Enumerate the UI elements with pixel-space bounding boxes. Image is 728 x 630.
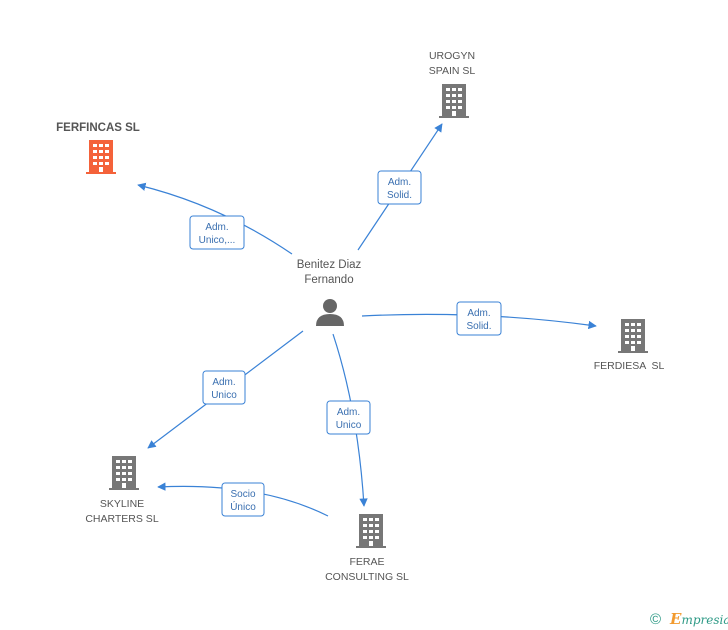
- copyright-icon: ©: [650, 611, 661, 628]
- relation-label-ferfincas[interactable]: Adm. Unico,...: [189, 215, 245, 250]
- svg-text:Solid.: Solid.: [466, 321, 491, 332]
- person-icon: [316, 299, 344, 326]
- brand-initial: E: [669, 610, 682, 628]
- relation-label-urogyn[interactable]: Adm. Solid.: [377, 170, 422, 205]
- svg-text:Unico,...: Unico,...: [199, 235, 236, 246]
- person-node[interactable]: Benitez Diaz Fernando: [297, 259, 362, 326]
- person-name-line2: Fernando: [304, 274, 353, 286]
- svg-text:Único: Único: [230, 500, 256, 513]
- company-label-skyline-line2: CHARTERS SL: [85, 513, 158, 525]
- company-label-ferfincas: FERFINCAS SL: [56, 122, 140, 134]
- svg-text:Adm.: Adm.: [467, 308, 490, 319]
- company-node-skyline[interactable]: SKYLINE CHARTERS SL: [85, 456, 159, 525]
- company-label-ferae-line1: FERAE: [349, 556, 384, 568]
- svg-text:Empresia: Empresia: [669, 610, 728, 628]
- person-name-line1: Benitez Diaz: [297, 259, 362, 271]
- company-node-urogyn[interactable]: UROGYN SPAIN SL: [429, 50, 476, 118]
- svg-text:Solid.: Solid.: [387, 190, 412, 201]
- svg-text:Adm.: Adm.: [337, 407, 360, 418]
- company-node-ferfincas[interactable]: FERFINCAS SL: [56, 122, 140, 174]
- building-icon: [109, 456, 139, 490]
- company-label-skyline-line1: SKYLINE: [100, 498, 144, 510]
- building-icon: [86, 140, 116, 174]
- svg-text:Adm.: Adm.: [388, 177, 411, 188]
- svg-text:Adm.: Adm.: [205, 222, 228, 233]
- company-label-ferae-line2: CONSULTING SL: [325, 571, 409, 583]
- company-node-ferae[interactable]: FERAE CONSULTING SL: [325, 514, 409, 583]
- building-icon: [356, 514, 386, 548]
- relation-label-ferdiesa[interactable]: Adm. Solid.: [456, 301, 502, 336]
- relation-label-ferae-skyline[interactable]: Socio Único: [221, 482, 265, 517]
- svg-text:Socio: Socio: [230, 489, 255, 500]
- brand-name: mpresia: [681, 613, 728, 627]
- company-label-urogyn-line2: SPAIN SL: [429, 65, 476, 77]
- company-label-urogyn-line1: UROGYN: [429, 50, 475, 62]
- brand-watermark: © Empresia: [650, 610, 728, 628]
- building-icon: [439, 84, 469, 118]
- building-icon: [618, 319, 648, 353]
- relation-label-ferae[interactable]: Adm. Unico: [326, 400, 371, 435]
- svg-text:Unico: Unico: [336, 420, 362, 431]
- edge-to-ferfincas: [137, 182, 293, 255]
- company-node-ferdiesa[interactable]: FERDIESA SL: [594, 319, 665, 372]
- relation-label-skyline[interactable]: Adm. Unico: [202, 370, 246, 405]
- svg-text:Unico: Unico: [211, 390, 237, 401]
- svg-text:Adm.: Adm.: [212, 377, 235, 388]
- company-label-ferdiesa: FERDIESA SL: [594, 360, 665, 372]
